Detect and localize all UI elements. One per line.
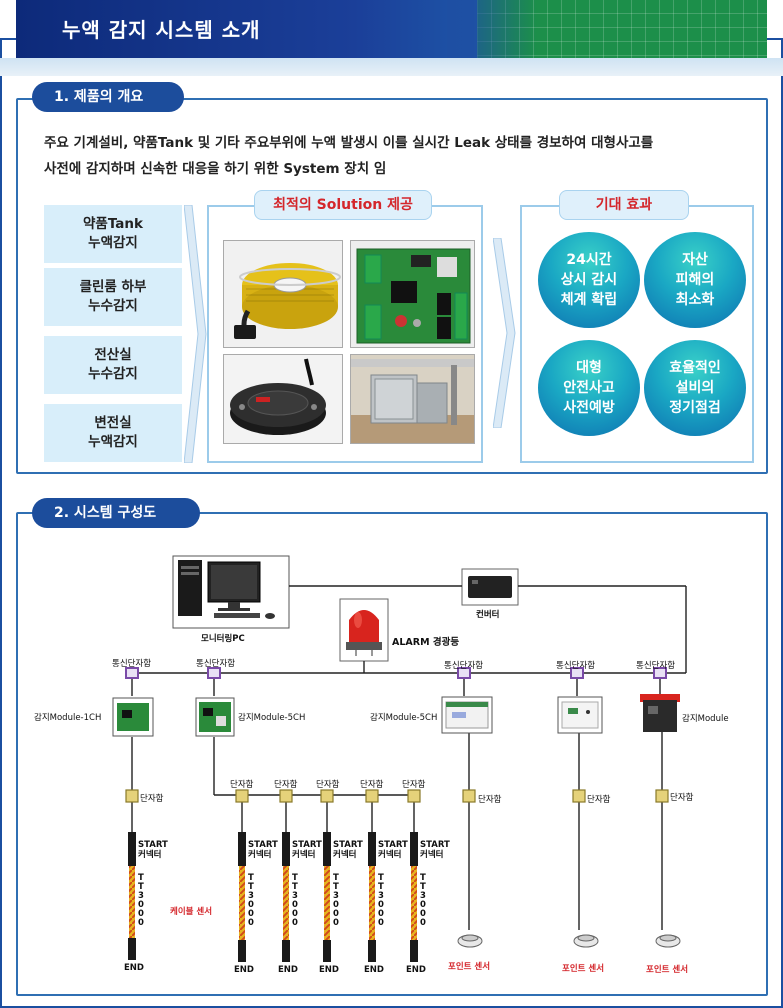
label-terminal-3: 단자함 xyxy=(274,780,298,790)
label-cable-model-1: TT3000 xyxy=(138,873,144,928)
frame-top-right xyxy=(767,38,783,40)
label-terminal-9: 단자함 xyxy=(670,793,694,803)
section-overview-tab: 1. 제품의 개요 xyxy=(32,82,184,112)
section-system-diagram xyxy=(16,512,768,996)
label-end-4: END xyxy=(319,965,339,975)
app-cleanroom: 클린룸 하부 누수감지 xyxy=(44,268,182,326)
section-overview xyxy=(16,98,768,474)
label-comm-3: 통신단자함 xyxy=(444,661,484,671)
label-terminal-7: 단자함 xyxy=(478,795,502,805)
label-terminal-2: 단자함 xyxy=(230,780,254,790)
label-terminal-4: 단자함 xyxy=(316,780,340,790)
label-cable-sensor: 케이블 센서 xyxy=(170,907,213,917)
module-5ch-b-icon xyxy=(441,696,493,734)
effects-title: 기대 효과 xyxy=(559,190,689,220)
label-module-plain: 감지Module xyxy=(682,714,729,724)
frame-bottom xyxy=(0,1006,783,1008)
app-chemical-tank: 약품Tank 누액감지 xyxy=(44,205,182,263)
label-module-1ch: 감지Module-1CH xyxy=(34,713,102,723)
label-comm-5: 통신단자함 xyxy=(636,661,676,671)
alarm-light-icon xyxy=(339,598,389,662)
module-1ch-icon xyxy=(112,697,154,737)
header-banner: 누액 감지 시스템 소개 xyxy=(16,0,767,58)
label-cable-model-4: TT3000 xyxy=(333,873,339,928)
label-cable-model-5: TT3000 xyxy=(378,873,384,928)
module-plain-icon xyxy=(640,694,680,732)
control-box-image xyxy=(350,354,475,444)
label-end-6: END xyxy=(406,965,426,975)
section-system-tab: 2. 시스템 구성도 xyxy=(32,498,200,528)
label-end-2: END xyxy=(234,965,254,975)
label-terminal-8: 단자함 xyxy=(587,795,611,805)
frame-top-left xyxy=(0,38,16,40)
module-4-icon xyxy=(557,696,603,734)
label-module-5ch-b: 감지Module-5CH xyxy=(370,713,438,723)
pcb-module-image xyxy=(350,240,475,348)
page-title: 누액 감지 시스템 소개 xyxy=(62,18,261,42)
cable-reel-image xyxy=(223,240,343,348)
header-underbar xyxy=(0,58,783,76)
label-converter: 컨버터 xyxy=(476,610,500,620)
label-end-3: END xyxy=(278,965,298,975)
solution-title: 최적의 Solution 제공 xyxy=(254,190,432,220)
chevron-right-icon xyxy=(493,238,516,428)
app-computer-room: 전산실 누수감지 xyxy=(44,336,182,394)
label-end-5: END xyxy=(364,965,384,975)
label-terminal-6: 단자함 xyxy=(402,780,426,790)
point-sensor-icons xyxy=(457,934,681,948)
label-point-sensor-3: 포인트 센서 xyxy=(646,965,689,975)
cable-sensors xyxy=(128,832,418,962)
label-cable-model-2: TT3000 xyxy=(248,873,254,928)
label-cable-model-3: TT3000 xyxy=(292,873,298,928)
label-comm-4: 통신단자함 xyxy=(556,661,596,671)
label-terminal-5: 단자함 xyxy=(360,780,384,790)
label-comm-1: 통신단자함 xyxy=(112,659,152,669)
point-sensor-image xyxy=(223,354,343,444)
monitoring-pc-icon xyxy=(172,555,290,629)
label-point-sensor-1: 포인트 센서 xyxy=(448,962,491,972)
label-monitoring-pc: 모니터링PC xyxy=(201,634,245,644)
module-5ch-a-icon xyxy=(195,697,235,737)
label-cable-model-6: TT3000 xyxy=(420,873,426,928)
label-terminal-1: 단자함 xyxy=(140,794,164,804)
app-substation: 변전실 누액감지 xyxy=(44,404,182,462)
label-point-sensor-2: 포인트 센서 xyxy=(562,964,605,974)
label-comm-2: 통신단자함 xyxy=(196,659,236,669)
frame-right xyxy=(781,38,783,1008)
label-alarm: ALARM 경광등 xyxy=(392,637,460,648)
label-module-5ch-a: 감지Module-5CH xyxy=(238,713,306,723)
chevron-right-icon xyxy=(184,205,207,463)
converter-icon xyxy=(461,568,519,606)
intro-text: 주요 기계설비, 약품Tank 및 기타 주요부위에 누액 발생시 이를 실시간… xyxy=(44,135,654,177)
frame-left xyxy=(0,38,2,1008)
label-end-1: END xyxy=(124,963,144,973)
